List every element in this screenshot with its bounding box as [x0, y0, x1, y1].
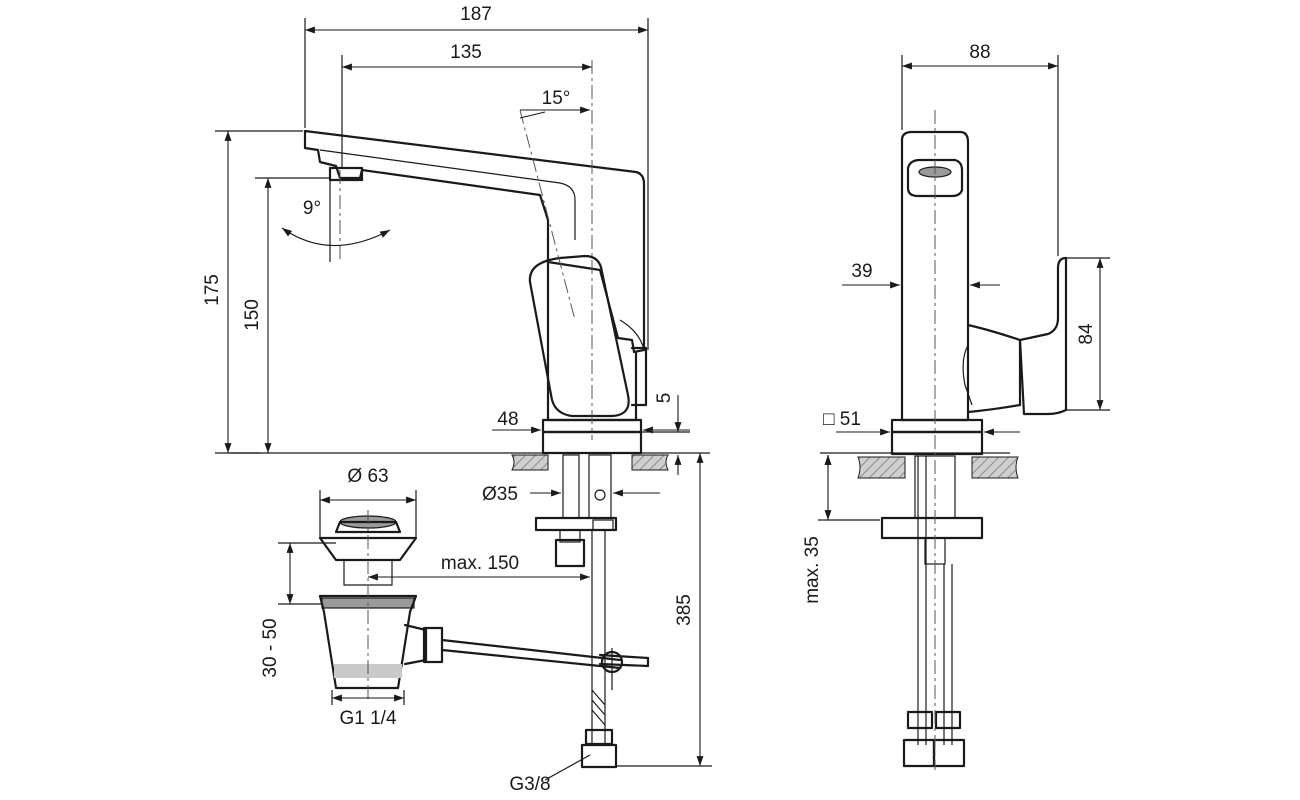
waste-side-port [403, 623, 428, 666]
front-base-plinth [890, 430, 984, 456]
hose-nut [554, 538, 586, 568]
waste-port-nut [422, 626, 444, 664]
waste-flange [318, 536, 418, 562]
hose-end-fitting [580, 743, 618, 769]
shank-right [588, 454, 612, 519]
label-base-square: □ 51 [823, 409, 861, 430]
front-hose-end-right [932, 738, 966, 768]
label-hole-diameter: Ø35 [482, 484, 518, 505]
label-aerator-angle: 9° [303, 198, 321, 219]
base-plinth [541, 430, 643, 455]
hose-end-nut [584, 728, 614, 746]
hose-braid [591, 689, 606, 726]
label-spout-reach: 135 [450, 42, 482, 63]
spout-body [303, 129, 646, 354]
front-base-ring [890, 418, 984, 434]
label-waste-range: 30 - 50 [260, 618, 281, 677]
fixing-nut [592, 519, 614, 531]
label-overall-reach: 187 [460, 4, 492, 25]
front-fixing-plate [880, 516, 984, 540]
waste-rod-a [440, 638, 622, 662]
label-lever-height: 84 [1076, 323, 1097, 345]
label-waste-diameter: Ø 63 [347, 466, 388, 487]
label-base-gap: 5 [654, 393, 675, 404]
front-outlet [906, 158, 964, 198]
front-lever-shadow [962, 344, 973, 406]
deck-section-right [631, 454, 669, 471]
front-deck-left [857, 456, 906, 479]
label-base-width: 48 [497, 409, 518, 430]
waste-neck [343, 559, 393, 586]
lever-cap [630, 346, 648, 407]
label-waste-thread: G1 1/4 [339, 708, 396, 729]
lever-handle [528, 254, 630, 418]
axis-lever [519, 109, 576, 321]
front-hose-end-left [902, 738, 936, 768]
waste-assembly [318, 510, 650, 700]
front-hose-nut-left [906, 710, 934, 730]
front-deck-right [971, 456, 1019, 479]
dimension-lines [215, 18, 1110, 781]
waste-plug [334, 520, 402, 534]
deck-section-left [511, 454, 549, 471]
label-tail-length: 385 [674, 594, 695, 626]
label-body-width: 88 [969, 42, 990, 63]
label-total-height: 175 [202, 274, 223, 306]
side-view [230, 60, 690, 769]
dimension-labels: 187 135 15° 9° 175 150 48 5 Ø35 Ø 63 max… [202, 4, 1097, 795]
spout-contour [319, 149, 576, 240]
front-view [820, 110, 1068, 770]
label-body-depth: 39 [851, 261, 872, 282]
label-hose-thread: G3/8 [509, 774, 550, 795]
waste-rod-end [598, 653, 650, 668]
waste-rod-b [440, 648, 622, 670]
aerator [328, 166, 364, 182]
label-deck-thickness: max. 35 [802, 536, 823, 604]
waste-body [318, 594, 418, 690]
front-lever [1018, 256, 1068, 416]
shank-hole [594, 489, 606, 501]
label-spout-angle: 15° [542, 88, 571, 109]
hose-connector [559, 529, 581, 543]
front-lever-neck [966, 323, 1022, 414]
front-body [900, 130, 970, 422]
front-hose-nut-right [934, 710, 962, 730]
shank-left [562, 454, 580, 519]
label-spout-height: 150 [242, 299, 263, 331]
label-waste-distance: max. 150 [441, 553, 519, 574]
